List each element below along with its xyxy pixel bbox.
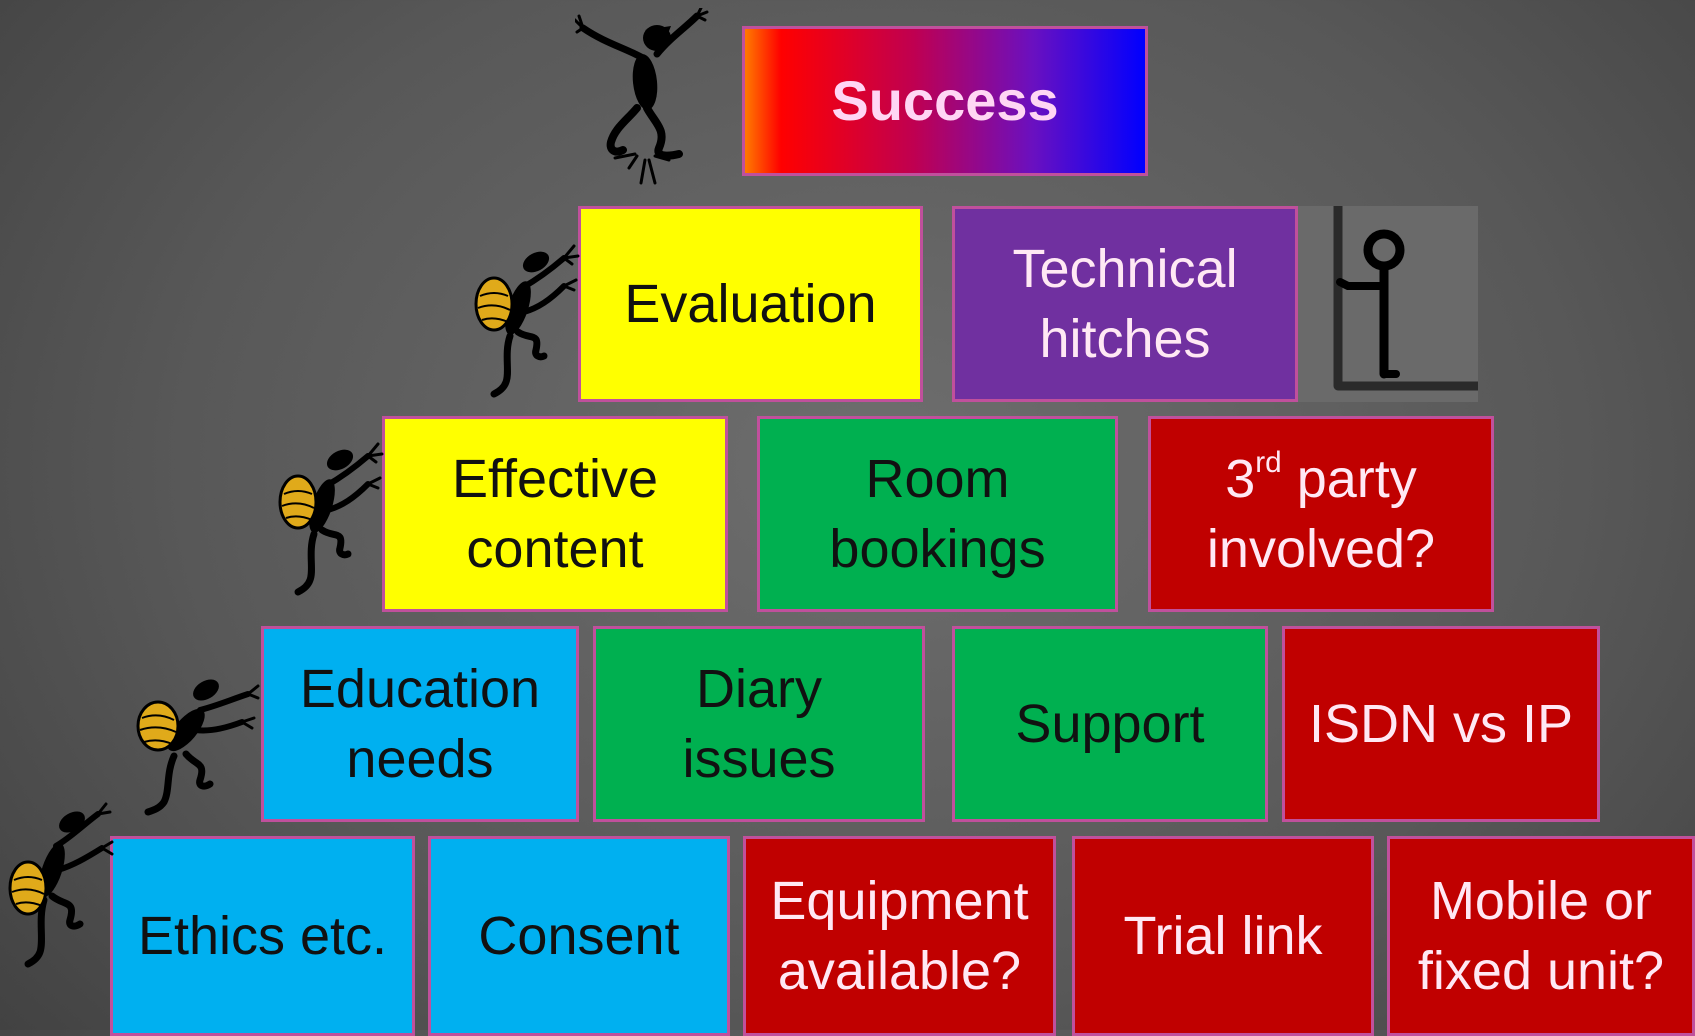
block-education-needs: Education needs (261, 626, 579, 822)
block-evaluation: Evaluation (578, 206, 923, 402)
block-label: Effective content (451, 448, 659, 579)
block-label: Consent (478, 905, 680, 966)
block-support: Support (952, 626, 1268, 822)
block-effective-content: Effective content (382, 416, 728, 612)
block-label: Support (1015, 693, 1205, 754)
block-label: Education needs (299, 658, 541, 789)
block-label: Trial link (1123, 905, 1323, 966)
block-room-bookings: Room bookings (757, 416, 1118, 612)
block-label: Technical hitches (1012, 238, 1238, 369)
block-consent: Consent (428, 836, 730, 1036)
block-ethics: Ethics etc. (110, 836, 415, 1036)
block-equipment-available: Equipment available? (743, 836, 1056, 1036)
block-label: Evaluation (624, 273, 877, 334)
block-label: Room bookings (829, 448, 1046, 579)
climber-icon (278, 442, 384, 596)
block-trial-link: Trial link (1072, 836, 1374, 1036)
climber-icon (136, 679, 260, 816)
block-label: 3rd party involved? (1206, 445, 1436, 579)
block-label: Equipment available? (770, 870, 1029, 1001)
climber-icon (8, 802, 114, 968)
block-label: Ethics etc. (137, 905, 388, 966)
block-label: Success (831, 68, 1059, 132)
block-label: Diary issues (682, 658, 836, 789)
hangman-icon (1298, 206, 1478, 402)
block-success: Success (742, 26, 1148, 176)
block-label: ISDN vs IP (1308, 693, 1574, 754)
block-third-party: 3rd party involved? (1148, 416, 1494, 612)
block-mobile-or-fixed: Mobile or fixed unit? (1387, 836, 1695, 1036)
celebrating-figure-icon (575, 8, 709, 185)
block-label: Mobile or fixed unit? (1417, 870, 1665, 1001)
block-technical-hitches: Technical hitches (952, 206, 1298, 402)
block-diary-issues: Diary issues (593, 626, 925, 822)
climber-icon (474, 244, 580, 398)
block-isdn-vs-ip: ISDN vs IP (1282, 626, 1600, 822)
